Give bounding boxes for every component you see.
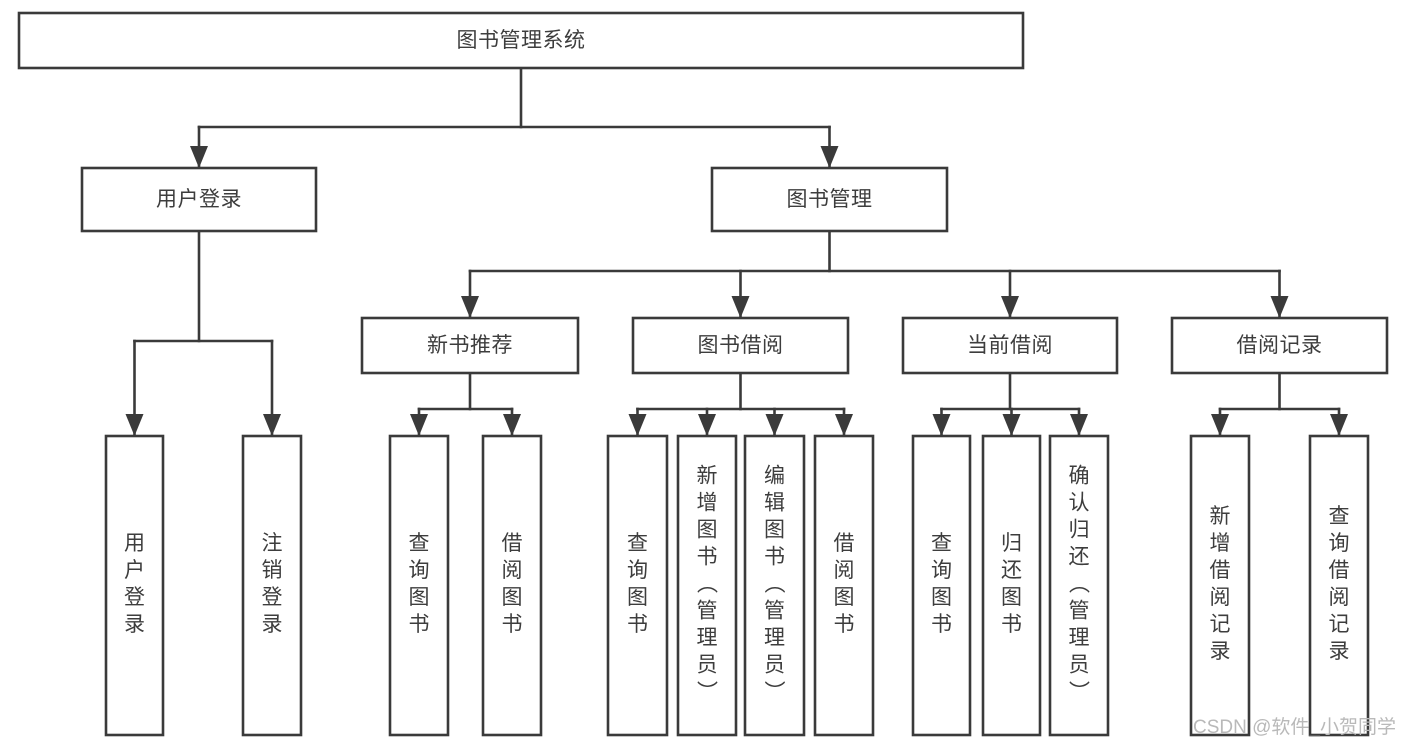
node-label: 图书管理系统	[457, 29, 586, 52]
diagram-node-l2-1[interactable]: 图书管理	[710, 166, 949, 233]
arrow-head-icon	[410, 414, 428, 436]
node-box[interactable]	[901, 316, 1119, 375]
node-box[interactable]	[813, 434, 875, 737]
arrow-head-icon	[731, 296, 750, 318]
node-label: 新增借阅记录	[1210, 505, 1231, 663]
arrow-head-icon	[765, 414, 784, 436]
diagram-node-l3-0[interactable]: 新书推荐	[360, 316, 580, 375]
arrow-head-icon	[820, 146, 839, 168]
node-box[interactable]	[911, 434, 972, 737]
node-box[interactable]	[1308, 434, 1370, 737]
arrow-head-icon	[1070, 414, 1088, 436]
node-box[interactable]	[388, 434, 450, 737]
diagram-node-leaf-7[interactable]: 借阅图书	[813, 434, 875, 737]
diagram-node-leaf-1[interactable]: 注销登录	[241, 434, 303, 737]
arrow-head-icon	[628, 414, 647, 436]
node-box[interactable]	[631, 316, 850, 375]
arrow-head-icon	[461, 296, 479, 318]
node-label: 查询图书	[931, 532, 952, 636]
node-label: 借阅记录	[1237, 334, 1323, 357]
node-box[interactable]	[360, 316, 580, 375]
csdn-watermark: CSDN @软件_小贺同学	[1193, 716, 1396, 738]
diagram-node-l3-1[interactable]: 图书借阅	[631, 316, 850, 375]
node-label: 用户登录	[156, 188, 242, 211]
diagram-node-leaf-5[interactable]: 新增图书（管理员）	[676, 434, 738, 737]
node-box[interactable]	[710, 166, 949, 233]
node-layer: 图书管理系统用户登录图书管理新书推荐图书借阅当前借阅借阅记录用户登录注销登录查询…	[17, 11, 1389, 737]
node-box[interactable]	[743, 434, 806, 737]
diagram-node-leaf-2[interactable]: 查询图书	[388, 434, 450, 737]
diagram-node-leaf-10[interactable]: 确认归还（管理员）	[1048, 434, 1110, 737]
node-label: 编辑图书（管理员）	[764, 465, 786, 704]
diagram-node-leaf-8[interactable]: 查询图书	[911, 434, 972, 737]
node-label: 新书推荐	[427, 334, 513, 357]
diagram-node-leaf-0[interactable]: 用户登录	[104, 434, 165, 737]
node-box[interactable]	[481, 434, 543, 737]
arrow-head-icon	[835, 414, 853, 436]
node-box[interactable]	[80, 166, 318, 233]
diagram-node-leaf-3[interactable]: 借阅图书	[481, 434, 543, 737]
connector-layer	[125, 66, 1348, 438]
arrow-head-icon	[1330, 414, 1348, 436]
arrow-head-icon	[125, 414, 144, 436]
node-label: 查询图书	[409, 532, 430, 636]
node-label: 图书借阅	[698, 334, 784, 357]
arrow-head-icon	[1211, 414, 1229, 436]
node-box[interactable]	[17, 11, 1025, 70]
arrow-head-icon	[190, 146, 208, 168]
node-box[interactable]	[606, 434, 669, 737]
diagram-node-l2-0[interactable]: 用户登录	[80, 166, 318, 233]
arrow-head-icon	[263, 414, 281, 436]
diagram-node-leaf-4[interactable]: 查询图书	[606, 434, 669, 737]
diagram-node-leaf-11[interactable]: 新增借阅记录	[1189, 434, 1251, 737]
node-label: 注销登录	[262, 532, 283, 636]
arrow-head-icon	[1002, 414, 1021, 436]
node-box[interactable]	[676, 434, 738, 737]
node-label: 借阅图书	[834, 532, 855, 636]
node-label: 图书管理	[787, 188, 873, 211]
node-label: 确认归还（管理员）	[1069, 465, 1091, 704]
diagram-node-leaf-9[interactable]: 归还图书	[981, 434, 1042, 737]
diagram-node-l3-3[interactable]: 借阅记录	[1170, 316, 1389, 375]
arrow-head-icon	[1001, 296, 1019, 318]
node-label: 查询图书	[627, 532, 648, 636]
node-box[interactable]	[241, 434, 303, 737]
arrow-head-icon	[698, 414, 716, 436]
node-label: 归还图书	[1001, 532, 1022, 636]
node-label: 新增图书（管理员）	[697, 465, 719, 704]
diagram-node-leaf-6[interactable]: 编辑图书（管理员）	[743, 434, 806, 737]
arrow-head-icon	[503, 414, 521, 436]
arrow-head-icon	[1270, 296, 1289, 318]
node-label: 借阅图书	[502, 532, 523, 636]
node-box[interactable]	[104, 434, 165, 737]
node-box[interactable]	[1189, 434, 1251, 737]
diagram-node-leaf-12[interactable]: 查询借阅记录	[1308, 434, 1370, 737]
node-box[interactable]	[981, 434, 1042, 737]
node-box[interactable]	[1170, 316, 1389, 375]
arrow-head-icon	[932, 414, 951, 436]
diagram-node-root-0[interactable]: 图书管理系统	[17, 11, 1025, 70]
node-label: 用户登录	[124, 532, 145, 636]
node-label: 当前借阅	[967, 334, 1053, 357]
diagram-node-l3-2[interactable]: 当前借阅	[901, 316, 1119, 375]
node-label: 查询借阅记录	[1329, 505, 1350, 663]
node-box[interactable]	[1048, 434, 1110, 737]
